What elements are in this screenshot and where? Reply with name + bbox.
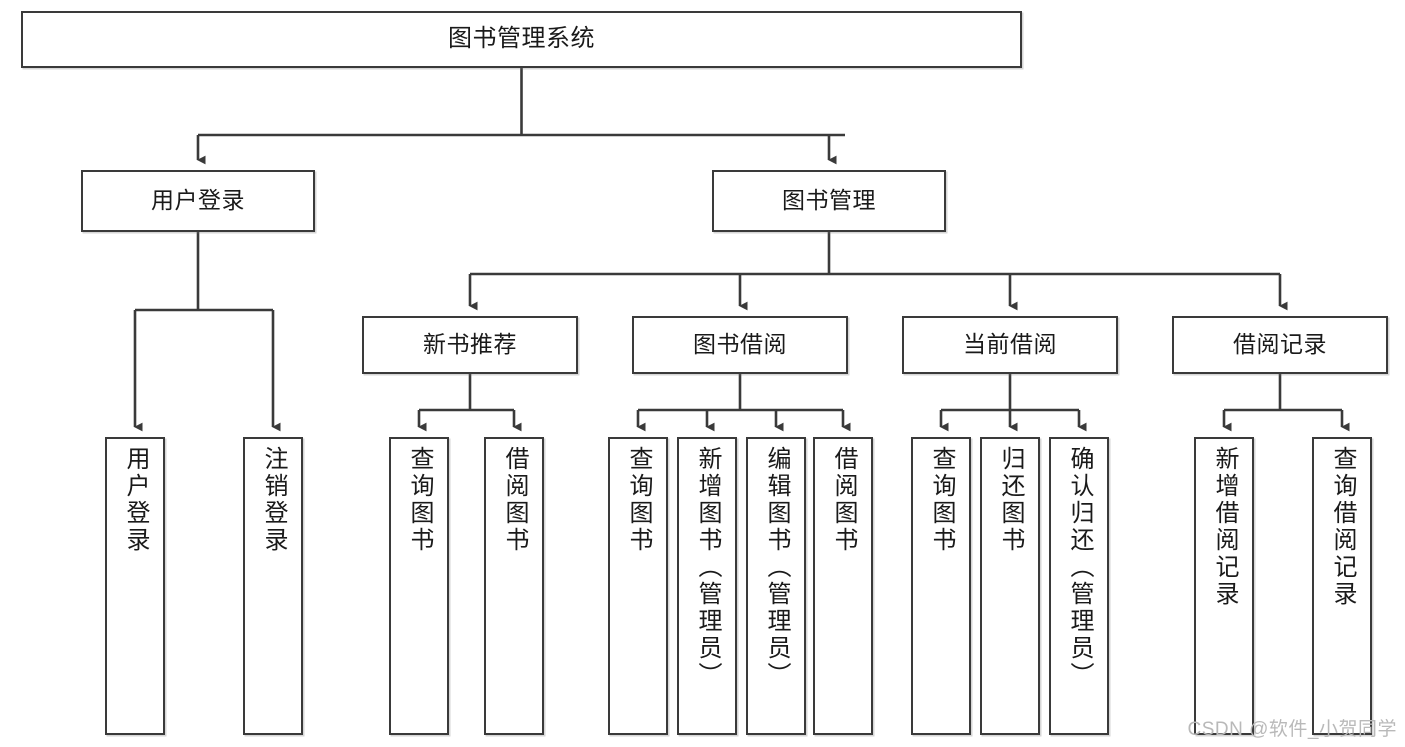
node-leaf-query-book-1-label: 查询图书 [406,446,433,554]
node-leaf-add-record-label: 新增借阅记录 [1211,446,1238,608]
node-book-borrow[interactable]: 图书借阅 [632,316,848,374]
node-root[interactable]: 图书管理系统 [21,11,1022,68]
node-user-login[interactable]: 用户登录 [81,170,315,232]
node-leaf-query-book-3[interactable]: 查询图书 [911,437,971,735]
node-leaf-query-book-2-label: 查询图书 [625,446,652,554]
node-new-book-recommend[interactable]: 新书推荐 [362,316,578,374]
node-leaf-user-login[interactable]: 用户登录 [105,437,165,735]
node-root-label: 图书管理系统 [448,25,595,53]
watermark: CSDN @软件_小贺同学 [1187,719,1397,740]
node-current-borrow-label: 当前借阅 [963,331,1057,358]
node-leaf-user-login-label: 用户登录 [122,446,149,554]
node-borrow-record-label: 借阅记录 [1233,331,1327,358]
node-leaf-query-book-2[interactable]: 查询图书 [608,437,668,735]
node-leaf-logout[interactable]: 注销登录 [243,437,303,735]
node-leaf-query-record[interactable]: 查询借阅记录 [1312,437,1372,735]
node-leaf-edit-book[interactable]: 编辑图书（管理员） [746,437,806,735]
node-leaf-edit-book-label: 编辑图书（管理员） [763,446,790,689]
node-leaf-confirm-return-label: 确认归还（管理员） [1066,446,1093,689]
node-leaf-confirm-return[interactable]: 确认归还（管理员） [1049,437,1109,735]
node-leaf-borrow-book-2[interactable]: 借阅图书 [813,437,873,735]
node-leaf-query-book-3-label: 查询图书 [928,446,955,554]
node-leaf-return-book-label: 归还图书 [997,446,1024,554]
node-book-borrow-label: 图书借阅 [693,331,787,358]
node-leaf-logout-label: 注销登录 [260,446,287,554]
node-new-book-recommend-label: 新书推荐 [423,331,517,358]
node-leaf-add-record[interactable]: 新增借阅记录 [1194,437,1254,735]
node-book-manage[interactable]: 图书管理 [712,170,946,232]
node-leaf-borrow-book-2-label: 借阅图书 [830,446,857,554]
node-leaf-query-record-label: 查询借阅记录 [1329,446,1356,608]
node-leaf-borrow-book-1[interactable]: 借阅图书 [484,437,544,735]
node-leaf-return-book[interactable]: 归还图书 [980,437,1040,735]
node-leaf-add-book-label: 新增图书（管理员） [694,446,721,689]
node-leaf-add-book[interactable]: 新增图书（管理员） [677,437,737,735]
node-leaf-borrow-book-1-label: 借阅图书 [501,446,528,554]
node-current-borrow[interactable]: 当前借阅 [902,316,1118,374]
node-leaf-query-book-1[interactable]: 查询图书 [389,437,449,735]
node-user-login-label: 用户登录 [151,187,245,214]
node-book-manage-label: 图书管理 [782,187,876,214]
node-borrow-record[interactable]: 借阅记录 [1172,316,1388,374]
